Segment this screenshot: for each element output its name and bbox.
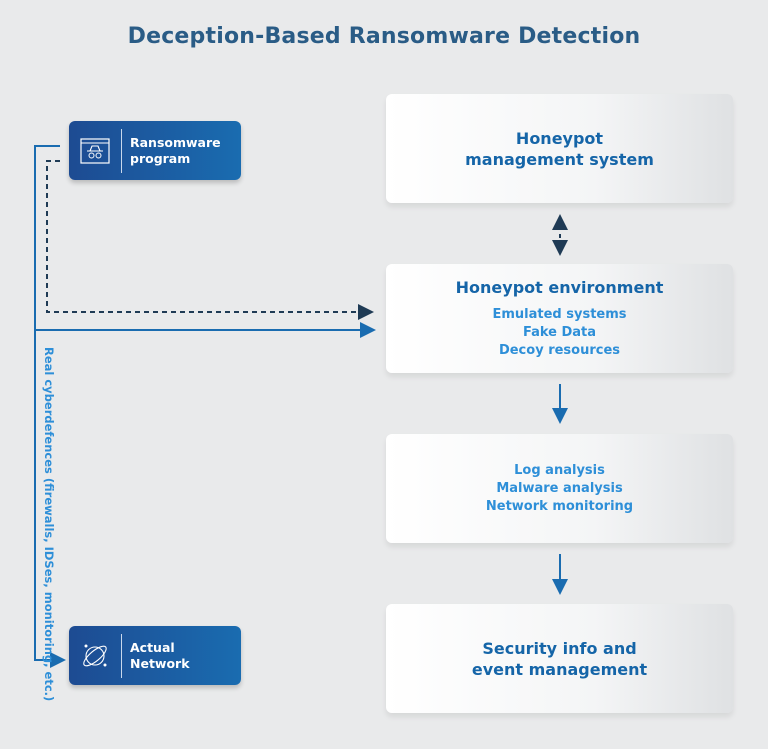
siem-box: Security info and event management <box>386 604 733 713</box>
box-item: Log analysis <box>514 462 605 478</box>
node-label: Actual <box>130 639 175 655</box>
honeypot-management-box: Honeypot management system <box>386 94 733 203</box>
divider <box>121 633 122 678</box>
box-heading: event management <box>471 659 648 679</box>
real-cyberdefences-label: Real cyberdefences (firewalls, IDSes, mo… <box>42 347 56 702</box>
orbit-network-icon <box>69 641 121 671</box>
diagram-title: Deception-Based Ransomware Detection <box>127 24 641 49</box>
solid-defence-path <box>34 145 66 668</box>
box-item: Malware analysis <box>496 480 623 496</box>
node-label: program <box>130 150 191 166</box>
spy-browser-icon <box>69 137 121 164</box>
box-heading: Honeypot environment <box>455 278 664 297</box>
box-heading: Security info and <box>482 638 637 658</box>
box-heading: Honeypot <box>515 128 604 148</box>
box-item: Fake Data <box>522 325 597 340</box>
box-heading: management system <box>465 149 654 169</box>
honeypot-environment-box: Honeypot environment Emulated systems Fa… <box>386 264 733 373</box>
dashed-arrow-to-honeypot <box>46 160 374 320</box>
node-label: Network <box>130 655 190 671</box>
node-label: Ransomware <box>130 134 221 150</box>
box-item: Decoy resources <box>498 343 621 358</box>
divider <box>121 128 122 173</box>
box-item: Emulated systems <box>492 307 627 322</box>
analysis-box: Log analysis Malware analysis Network mo… <box>386 434 733 543</box>
box-item: Network monitoring <box>485 498 634 514</box>
